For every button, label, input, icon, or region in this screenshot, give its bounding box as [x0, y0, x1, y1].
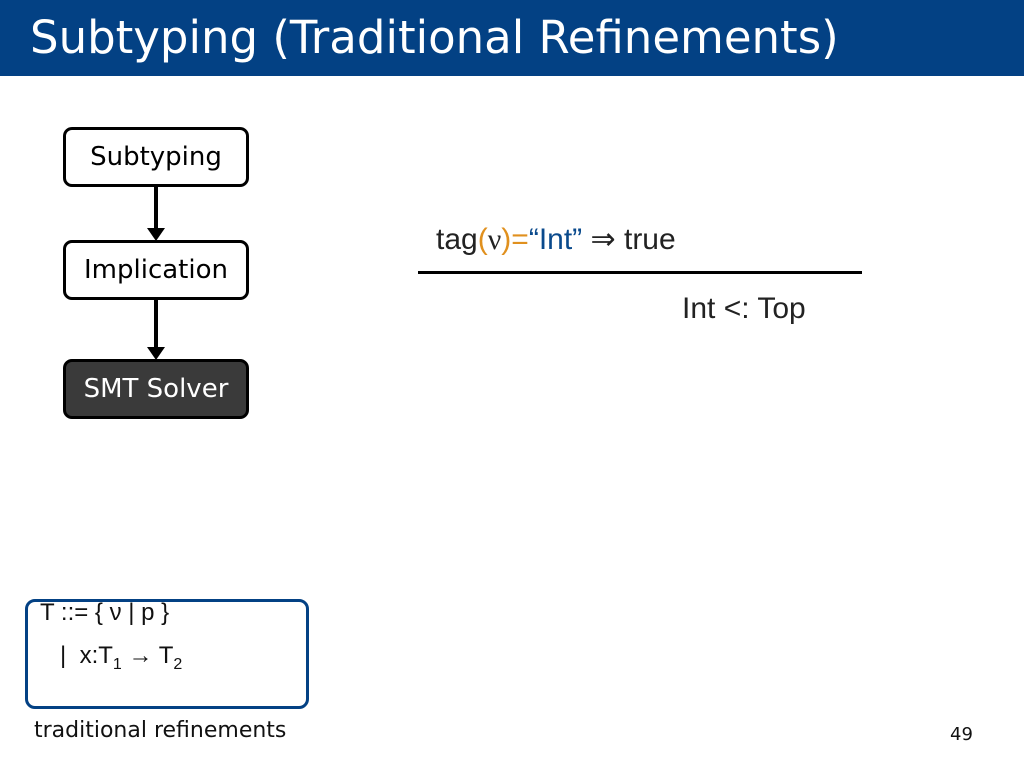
subtyping-label: Subtyping — [90, 142, 222, 172]
grammar-line-2: | x:T1 → T2 — [60, 641, 182, 680]
premise-true: true — [623, 223, 676, 256]
implication-box: Implication — [63, 240, 249, 300]
premise-int-literal: “Int” — [528, 223, 583, 256]
implication-label: Implication — [84, 255, 228, 285]
smt-solver-box: SMT Solver — [63, 359, 249, 419]
subtyping-box: Subtyping — [63, 127, 249, 187]
rule-premise: tag(ν)=“Int” ⇒ true — [436, 220, 676, 260]
premise-tag: tag — [436, 223, 478, 256]
rule-divider — [418, 271, 862, 274]
grammar-line-1: T ::= { ν | p } — [40, 599, 170, 626]
grammar-box — [25, 599, 309, 709]
page-number: 49 — [950, 724, 973, 745]
grammar-bar-x: | x:T — [60, 642, 113, 669]
premise-implies: ⇒ — [582, 223, 624, 256]
slide-title: Subtyping (Traditional Refinements) — [30, 11, 839, 64]
title-bar: Subtyping (Traditional Refinements) — [0, 0, 1024, 76]
premise-close-paren: ) — [501, 223, 512, 256]
smt-solver-label: SMT Solver — [83, 374, 229, 404]
grammar-sub-2: 2 — [173, 655, 183, 673]
premise-open-paren: ( — [477, 223, 488, 256]
rule-conclusion: Int <: Top — [682, 292, 806, 325]
premise-nu: ν — [487, 223, 502, 256]
grammar-arrow: → T — [121, 642, 174, 669]
premise-eq: = — [511, 223, 529, 256]
grammar-caption: traditional refinements — [34, 718, 287, 743]
grammar-sub-1: 1 — [112, 655, 122, 673]
